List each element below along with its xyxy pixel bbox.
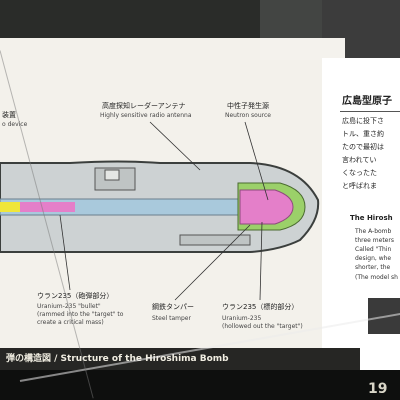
right-line-2: トル、重さ約: [342, 130, 384, 138]
right-en-line-3: Called "Thin: [355, 246, 392, 253]
bullet-label-en-2: (rammed into the "target" to: [37, 311, 124, 318]
glass-glare: [260, 0, 400, 60]
antenna-leader: [149, 121, 201, 171]
antenna-label-en: Highly sensitive radio antenna: [100, 112, 192, 119]
right-line-4: 言われてい: [342, 156, 377, 164]
bullet-leader: [59, 214, 71, 291]
right-line-5: くなったた: [342, 169, 377, 177]
dark-background-top: [0, 0, 322, 38]
target-label-en-1: Uranium-235: [222, 315, 262, 322]
uranium-target: [239, 189, 294, 225]
right-en-line-4: design, whe: [355, 255, 392, 262]
right-line-3: たので最初は: [342, 143, 384, 151]
neutron-label-jp: 中性子発生源: [227, 102, 269, 110]
bullet-label-jp: ウラン235（砲弾部分）: [37, 292, 114, 300]
right-line-6: と呼ばれま: [342, 182, 377, 190]
tamper-leader: [174, 224, 251, 301]
left-device-label-jp: 装置: [2, 111, 16, 119]
caption-text: 弾の構造図 / Structure of the Hiroshima Bomb: [6, 354, 229, 364]
tamper-label-jp: 鋼鉄タンパー: [152, 303, 194, 311]
target-leader: [259, 221, 263, 301]
right-line-1: 広島に投下さ: [342, 117, 384, 125]
uranium-bullet: [20, 202, 75, 212]
right-en-line-2: three meters: [355, 237, 394, 244]
antenna-label-jp: 高度探知レーダーアンテナ: [102, 102, 186, 110]
right-en-line-5: shorter, the: [355, 264, 391, 271]
neutron-label-en: Neutron source: [225, 112, 271, 119]
right-en-line-1: The A-bomb: [355, 228, 392, 235]
caption-bar: [0, 348, 360, 370]
propellant-yellow: [0, 202, 20, 212]
left-device-label-en: o device: [2, 121, 28, 128]
bottom-shadow: [0, 370, 400, 400]
lower-box: [179, 234, 251, 246]
right-en-heading: The Hirosh: [350, 214, 393, 222]
right-divider: [340, 111, 400, 112]
page-number: 19: [368, 381, 388, 397]
target-label-en-2: (hollowed out the "target"): [222, 323, 303, 330]
electronics-detail: [104, 169, 120, 181]
tamper-label-en: Steel tamper: [152, 315, 191, 322]
right-heading: 広島型原子: [342, 96, 392, 107]
bullet-label-en-3: create a critical mass): [37, 319, 104, 326]
neutron-leader: [244, 121, 269, 201]
target-label-jp: ウラン235（標的部分）: [222, 303, 299, 311]
right-en-line-6: (The model sh: [355, 274, 398, 281]
